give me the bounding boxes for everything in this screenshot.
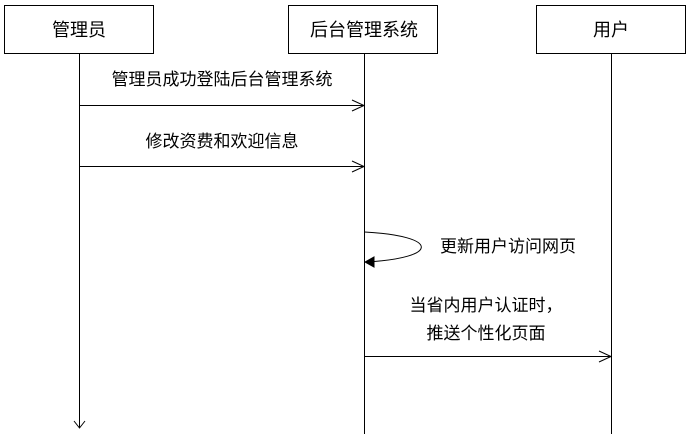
message-modify-label: 修改资费和欢迎信息 <box>146 132 299 152</box>
actor-admin-box <box>4 5 154 54</box>
admin-lifeline-arrow-icon <box>73 420 86 429</box>
actor-admin: 管理员 <box>4 5 154 54</box>
message-update-label: 更新用户访问网页 <box>440 237 576 257</box>
actor-admin-label: 管理员 <box>52 20 106 41</box>
message-push: 当省内用户认证时， 推送个性化页面 <box>364 296 613 363</box>
message-modify-arrow-icon <box>351 160 366 173</box>
message-login-arrow-icon <box>351 99 366 112</box>
actor-user-label: 用户 <box>593 20 629 41</box>
message-push-arrow-icon <box>598 350 613 363</box>
message-push-label-line2: 推送个性化页面 <box>427 324 546 344</box>
message-update-loop <box>364 231 422 263</box>
actor-user: 用户 <box>536 5 686 54</box>
actor-user-box <box>536 5 686 54</box>
actor-backend-label: 后台管理系统 <box>310 20 418 41</box>
actor-backend: 后台管理系统 <box>288 5 438 54</box>
message-update: 更新用户访问网页 <box>363 231 576 268</box>
message-login-label: 管理员成功登陆后台管理系统 <box>112 70 333 90</box>
message-login: 管理员成功登陆后台管理系统 <box>79 70 366 112</box>
actor-backend-box <box>288 5 438 54</box>
message-push-label-line1: 当省内用户认证时， <box>410 296 563 316</box>
message-update-arrow-icon <box>363 256 375 268</box>
message-modify: 修改资费和欢迎信息 <box>79 132 366 173</box>
